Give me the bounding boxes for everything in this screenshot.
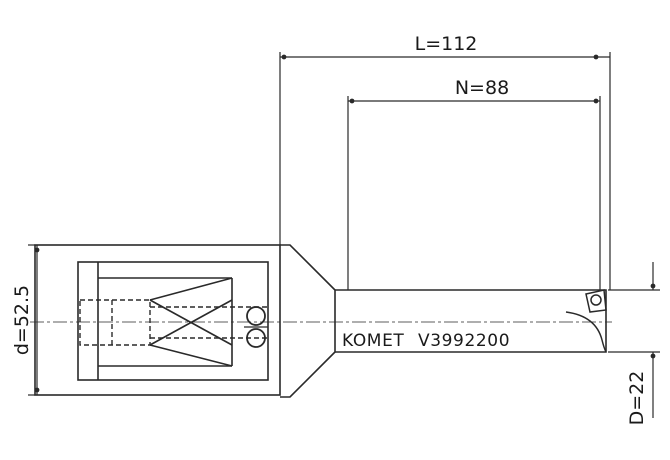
clamp-flat bbox=[77, 261, 269, 381]
dimension-labels: L=112 N=88 d=52.5 D=22 bbox=[11, 33, 648, 425]
cutting-insert bbox=[565, 289, 607, 353]
shank-diameter-label: d=52.5 bbox=[11, 285, 33, 355]
cone-outline bbox=[280, 244, 336, 398]
coolant-outlet-top bbox=[246, 306, 266, 326]
l-arrow-left bbox=[281, 54, 287, 60]
d-arrow-top bbox=[34, 247, 40, 253]
clamp-cross-b bbox=[149, 344, 233, 367]
D-arrow-top bbox=[650, 283, 656, 289]
dimension-arrows bbox=[34, 54, 656, 393]
d-arrow-bottom bbox=[34, 387, 40, 393]
drill-body-outline bbox=[335, 289, 607, 353]
insert-screw bbox=[590, 294, 602, 306]
clamp-cross-a bbox=[149, 277, 233, 301]
tool-body bbox=[34, 244, 607, 398]
l-arrow-right bbox=[593, 54, 599, 60]
shank-outline bbox=[34, 244, 281, 396]
overall-length-label: L=112 bbox=[415, 33, 478, 55]
insert-outline bbox=[585, 289, 607, 313]
part-number-label: V3992200 bbox=[418, 331, 510, 351]
shank-length-label: N=88 bbox=[455, 77, 509, 99]
tool-marking: KOMET V3992200 bbox=[342, 331, 510, 351]
brand-label: KOMET bbox=[342, 331, 404, 351]
D-arrow-bottom bbox=[650, 353, 656, 359]
coolant-outlets bbox=[244, 306, 268, 348]
coolant-bore bbox=[79, 299, 151, 346]
n-arrow-right bbox=[593, 98, 599, 104]
chip-flute-curve bbox=[565, 311, 607, 353]
n-arrow-left bbox=[349, 98, 355, 104]
dimension-lines bbox=[28, 52, 660, 418]
drill-diameter-label: D=22 bbox=[626, 371, 648, 426]
coolant-channel bbox=[79, 299, 270, 346]
coolant-outlet-bottom bbox=[246, 328, 266, 348]
